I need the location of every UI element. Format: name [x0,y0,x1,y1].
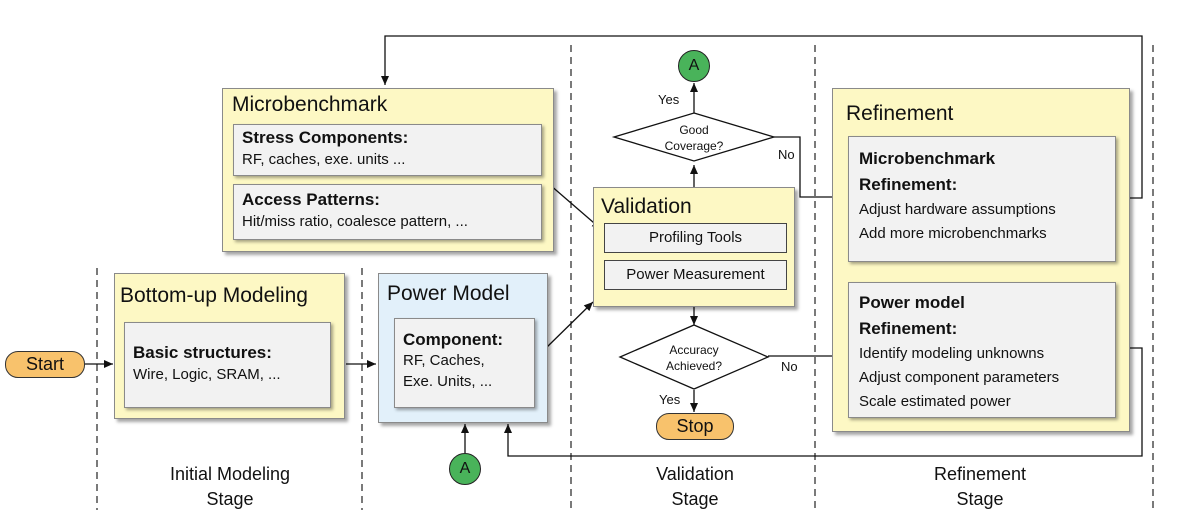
refinement-stage-line-2: Stage [956,489,1004,509]
micro-refinement-box: Microbenchmark Refinement: Adjust hardwa… [848,136,1116,262]
initial-stage-line-1: Initial Modeling [169,464,291,484]
loop-power-refinement [504,347,1143,457]
bottom-up-box: Bottom-up Modeling Basic structures: Wir… [114,273,345,419]
power-refinement-line-2: Adjust component parameters [859,369,1060,386]
start-terminal: Start [5,351,85,378]
component-line-2: Exe. Units, ... [403,373,493,390]
stress-components-header: Stress Components: [242,128,409,147]
micro-refinement-line-1: Adjust hardware assumptions [859,201,1056,218]
arrow-powermodel-to-validation [545,301,594,349]
power-refinement-line-3: Scale estimated power [859,393,1011,410]
stress-components-box: Stress Components: RF, caches, exe. unit… [233,124,542,176]
initial-stage-line-2: Stage [206,489,254,509]
power-model-box: Power Model Component: RF, Caches, Exe. … [378,273,548,423]
validation-stage-line-2: Stage [671,489,719,509]
accuracy-question: Accuracy Achieved? [644,342,744,374]
stress-components-text: RF, caches, exe. units ... [242,151,406,168]
validation-stage-line-1: Validation [656,464,734,484]
power-refinement-header-2: Refinement: [859,319,958,338]
refinement-box: Refinement Microbenchmark Refinement: Ad… [832,88,1130,432]
component-header: Component: [403,330,504,349]
microbenchmark-title: Microbenchmark [232,93,388,116]
component-box: Component: RF, Caches, Exe. Units, ... [394,318,535,408]
stop-terminal: Stop [656,413,734,440]
validation-title: Validation [601,195,692,218]
accuracy-line-2: Achieved? [665,359,723,373]
accuracy-diamond [618,324,770,390]
power-refinement-line-1: Identify modeling unknowns [859,345,1045,362]
stage-dividers [96,45,1154,510]
basic-structures-text: Wire, Logic, SRAM, ... [133,366,281,383]
micro-refinement-header-2: Refinement: [859,175,958,194]
connector-a-top: A [678,50,710,82]
refinement-stage-line-1: Refinement [933,464,1027,484]
bottom-up-title: Bottom-up Modeling [120,284,308,307]
coverage-question: Good Coverage? [644,122,744,154]
power-refinement-header-1: Power model [859,293,965,312]
arrow-coverage-no [774,136,845,201]
component-line-1: RF, Caches, [403,352,485,369]
accuracy-yes-label: Yes [659,392,681,407]
refinement-title: Refinement [846,102,954,125]
loop-micro-refinement [381,35,1143,199]
accuracy-line-1: Accuracy [669,343,719,357]
accuracy-no-label: No [781,359,798,374]
basic-structures-box: Basic structures: Wire, Logic, SRAM, ... [124,322,331,408]
basic-structures-header: Basic structures: [133,343,272,362]
micro-refinement-header-1: Microbenchmark [859,149,996,168]
coverage-yes-label: Yes [658,92,680,107]
power-model-title: Power Model [387,282,510,305]
access-patterns-box: Access Patterns: Hit/miss ratio, coalesc… [233,184,542,240]
profiling-tools-box: Profiling Tools [604,223,787,253]
access-patterns-header: Access Patterns: [242,190,380,209]
connector-a-bottom: A [449,453,481,485]
microbenchmark-box: Microbenchmark Stress Components: RF, ca… [222,88,554,252]
micro-refinement-line-2: Add more microbenchmarks [859,225,1047,242]
coverage-diamond [611,112,777,162]
power-measurement-box: Power Measurement [604,260,787,290]
power-refinement-box: Power model Refinement: Identify modelin… [848,282,1116,418]
coverage-no-label: No [778,147,795,162]
validation-stage-label: Validation Stage [600,462,790,512]
coverage-line-2: Coverage? [664,139,724,153]
coverage-line-1: Good [679,123,709,137]
refinement-stage-label: Refinement Stage [880,462,1080,512]
initial-stage-label: Initial Modeling Stage [130,462,330,512]
access-patterns-text: Hit/miss ratio, coalesce pattern, ... [242,213,468,230]
validation-box: Validation Profiling Tools Power Measure… [593,187,795,307]
